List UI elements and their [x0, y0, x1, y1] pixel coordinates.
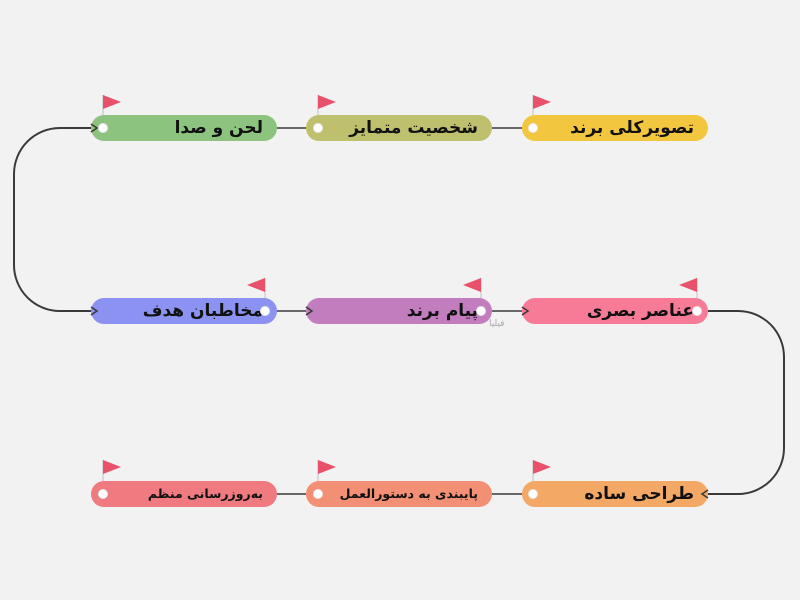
step-node: شخصیت متمایز	[306, 115, 492, 141]
step-node: طراحی ساده	[522, 481, 708, 507]
step-node: لحن و صدا	[91, 115, 277, 141]
step-node: تصویرکلی برند	[522, 115, 708, 141]
step-label: شخصیت متمایز	[349, 117, 478, 138]
step-node: عناصر بصری	[522, 298, 708, 324]
connector-row1-to-row2	[13, 127, 91, 312]
step-label: مخاطبان هدف	[142, 300, 263, 321]
step-label: پایبندی به دستورالعمل	[339, 485, 478, 501]
step-node: پیام برند	[306, 298, 492, 324]
step-node: مخاطبان هدف	[91, 298, 277, 324]
connector-row2-to-row3	[708, 310, 785, 495]
watermark: فیلیا	[489, 319, 505, 329]
step-label: به‌روزرسانی منظم	[147, 485, 263, 501]
step-label: طراحی ساده	[584, 483, 694, 504]
step-node: پایبندی به دستورالعمل	[306, 481, 492, 507]
step-label: لحن و صدا	[174, 117, 263, 138]
step-label: عناصر بصری	[586, 300, 694, 321]
step-node: به‌روزرسانی منظم	[91, 481, 277, 507]
step-label: پیام برند	[406, 300, 478, 321]
step-label: تصویرکلی برند	[570, 117, 694, 138]
